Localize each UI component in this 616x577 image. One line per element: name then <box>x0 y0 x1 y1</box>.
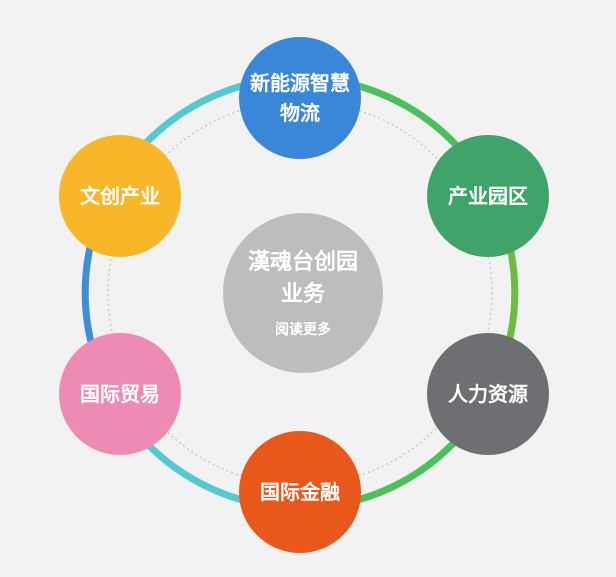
node-label: 人力资源 <box>448 382 528 406</box>
node-industrial-park[interactable]: 产业园区 <box>427 135 549 257</box>
node-new-energy-logistics[interactable]: 新能源智慧物流 <box>239 37 361 159</box>
node-label: 国际贸易 <box>80 382 160 406</box>
center-circle[interactable]: 漢魂台创园业务 阅读更多 <box>223 213 383 373</box>
node-cultural-creative-industry[interactable]: 文创产业 <box>59 135 181 257</box>
node-label: 产业园区 <box>448 184 528 208</box>
node-label: 国际金融 <box>260 480 340 504</box>
node-label: 新能源智慧物流 <box>250 71 350 125</box>
node-label: 文创产业 <box>80 184 160 208</box>
node-international-finance[interactable]: 国际金融 <box>239 431 361 553</box>
center-title: 漢魂台创园业务 <box>247 250 358 307</box>
read-more-link[interactable]: 阅读更多 <box>275 322 331 338</box>
node-human-resources[interactable]: 人力资源 <box>427 333 549 455</box>
node-international-trade[interactable]: 国际贸易 <box>59 333 181 455</box>
